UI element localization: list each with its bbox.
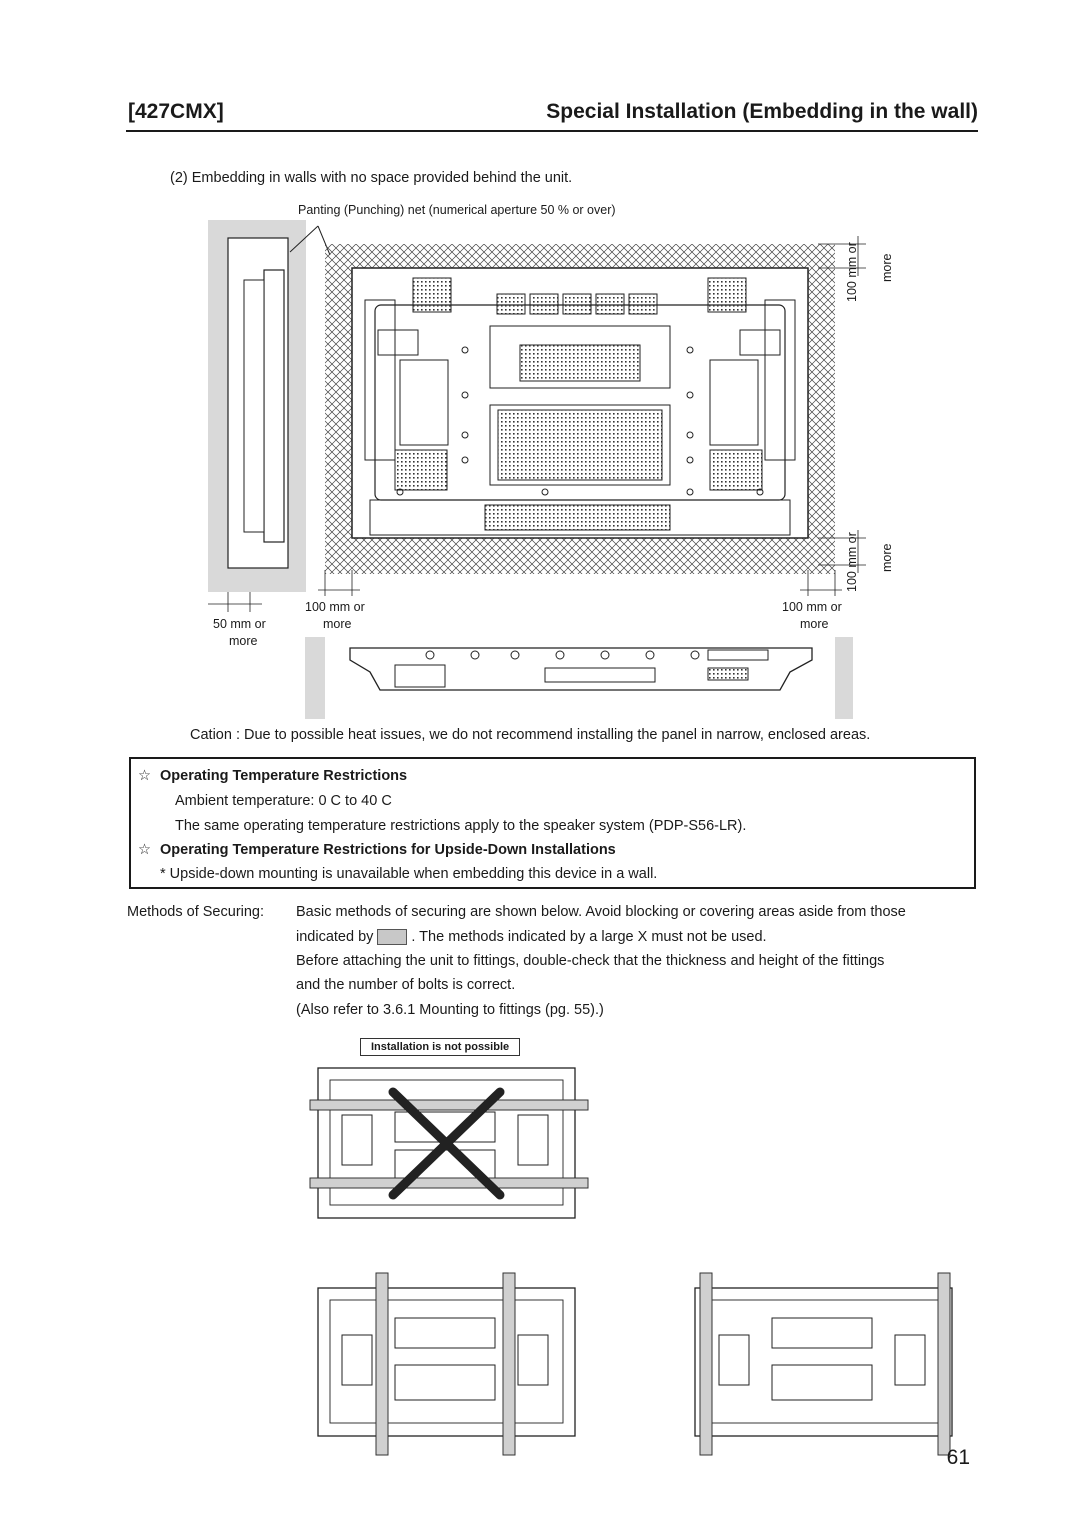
model-label: [427CMX] [128, 100, 224, 123]
methods-line-1: Basic methods of securing are shown belo… [296, 904, 906, 920]
dim-top-right-label-1: 100 mm or [845, 242, 859, 302]
dim-bottom-right-label-1: 100 mm or [845, 532, 859, 592]
dim-mid-right-label-1: 100 mm or [782, 600, 842, 614]
dim-mid-right-label-2: more [800, 617, 829, 631]
unit-rear-view [351, 267, 809, 539]
not-possible-label: Installation is not possible [360, 1038, 521, 1056]
restriction-heading-1: Operating Temperature Restrictions [160, 768, 408, 784]
methods-line-2: indicated by . The methods indicated by a… [296, 929, 767, 946]
methods-line-5: (Also refer to 3.6.1 Mounting to fitting… [296, 1002, 604, 1018]
dim-left-label-2: more [229, 634, 258, 648]
intro-text: (2) Embedding in walls with no space pro… [170, 170, 573, 186]
star-icon-2: ☆ [138, 842, 151, 858]
methods-line-2a: indicated by [296, 929, 374, 945]
dim-mid-left-label-1: 100 mm or [305, 600, 365, 614]
methods-line-3: Before attaching the unit to fittings, d… [296, 953, 885, 969]
methods-line-2b: . The methods indicated by a large X mus… [411, 929, 767, 945]
star-icon: ☆ [138, 768, 151, 784]
restriction-heading-2: Operating Temperature Restrictions for U… [160, 842, 616, 858]
header-rule [126, 130, 978, 132]
caution-text: Cation : Due to possible heat issues, we… [190, 727, 871, 743]
upside-down-note: * Upside-down mounting is unavailable wh… [160, 866, 658, 882]
methods-line-4: and the number of bolts is correct. [296, 977, 516, 993]
page-title: Special Installation (Embedding in the w… [546, 100, 978, 123]
shaded-area-swatch [377, 929, 408, 946]
diagram-not-possible [309, 1067, 589, 1219]
ambient-temperature: Ambient temperature: 0 C to 40 C [175, 793, 392, 809]
page-number: 61 [946, 1446, 970, 1469]
diagram-vertical-right [694, 1272, 953, 1456]
unit-top-view [349, 647, 813, 691]
dim-bottom-right-label-2: more [880, 543, 894, 572]
diagram-vertical-left [317, 1272, 576, 1456]
dim-left-label-1: 50 mm or [213, 617, 266, 631]
dim-top-right-label-2: more [880, 253, 894, 282]
dim-mid-left-label-2: more [323, 617, 352, 631]
methods-label: Methods of Securing: [127, 904, 265, 920]
net-label: Panting (Punching) net (numerical apertu… [298, 203, 616, 217]
speaker-note: The same operating temperature restricti… [175, 818, 747, 834]
